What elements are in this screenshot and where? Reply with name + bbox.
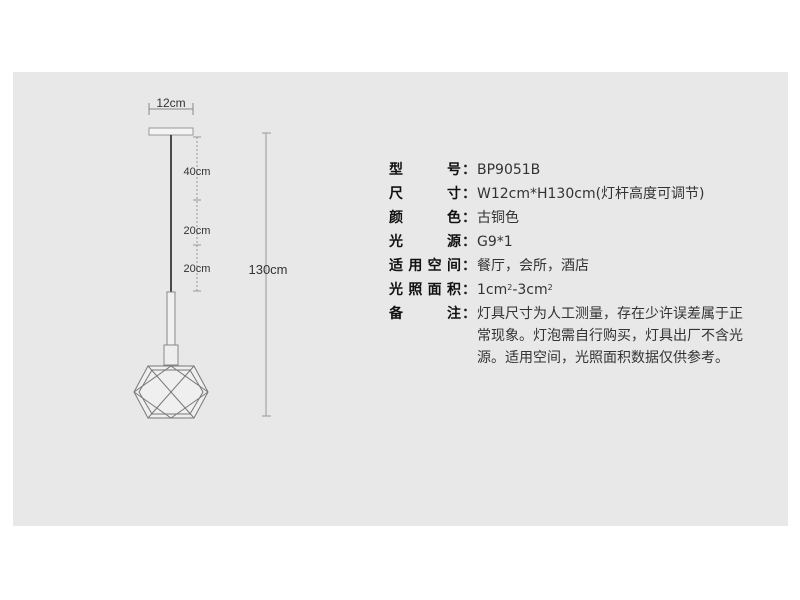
- area-min: 1cm: [477, 282, 508, 298]
- spec-note-text: 灯具尺寸为人工测量，存在少许误差属于正常现象。灯泡需自行购买，灯具出厂不含光源。…: [477, 306, 743, 366]
- width-dimension: 12cm: [148, 96, 194, 115]
- spec-label: 适用空间: [389, 258, 461, 274]
- spec-label: 尺寸: [389, 186, 461, 202]
- spec-value: W12cm*H130cm(灯杆高度可调节): [477, 186, 705, 202]
- lamp-socket: [163, 344, 179, 366]
- total-height-dimension: [262, 132, 271, 417]
- spec-label: 光源: [389, 234, 461, 250]
- spec-list: 型号 ： BP9051B 尺寸 ： W12cm*H130cm(灯杆高度可调节) …: [389, 158, 789, 369]
- spec-row-area: 光照面积 ： 1cm2-3cm2: [389, 278, 789, 302]
- width-label: 12cm: [156, 96, 185, 110]
- spec-colon: ：: [462, 282, 476, 298]
- spec-colon: ：: [462, 162, 476, 178]
- segment-label-3: 20cm: [184, 263, 211, 275]
- spec-value: G9*1: [477, 234, 513, 250]
- spec-row-size: 尺寸 ： W12cm*H130cm(灯杆高度可调节): [389, 182, 789, 206]
- spec-value: BP9051B: [477, 162, 541, 178]
- area-max-exp: 2: [547, 283, 553, 292]
- spec-row-light-source: 光源 ： G9*1: [389, 230, 789, 254]
- spec-label: 光照面积: [389, 282, 461, 298]
- segment-label-2: 20cm: [184, 225, 211, 237]
- segment-dimensions: [193, 136, 201, 292]
- area-min-exp: 2: [507, 283, 513, 292]
- spec-row-color: 颜色 ： 古铜色: [389, 206, 789, 230]
- spec-value: 古铜色: [477, 210, 519, 226]
- product-panel: [13, 72, 788, 526]
- spec-row-note: 备注 ： 灯具尺寸为人工测量，存在少许误差属于正常现象。灯泡需自行购买，灯具出厂…: [389, 302, 789, 369]
- spec-colon: ：: [462, 234, 476, 250]
- lamp-rod: [166, 291, 176, 346]
- spec-row-model: 型号 ： BP9051B: [389, 158, 789, 182]
- spec-label: 备注: [389, 306, 461, 322]
- spec-colon: ：: [462, 186, 476, 202]
- spec-value: 餐厅，会所，酒店: [477, 258, 589, 274]
- spec-label: 颜色: [389, 210, 461, 226]
- lamp-canopy: [148, 127, 194, 136]
- spec-row-space: 适用空间 ： 餐厅，会所，酒店: [389, 254, 789, 278]
- spec-colon: ：: [462, 210, 476, 226]
- spec-label: 型号: [389, 162, 461, 178]
- spec-colon: ：: [462, 306, 476, 322]
- area-max: -3cm: [512, 282, 548, 298]
- lamp-shade: [133, 365, 209, 419]
- total-height-label: 130cm: [248, 262, 287, 277]
- spec-colon: ：: [462, 258, 476, 274]
- spec-value: 1cm2-3cm2: [477, 278, 789, 302]
- segment-label-1: 40cm: [184, 166, 211, 178]
